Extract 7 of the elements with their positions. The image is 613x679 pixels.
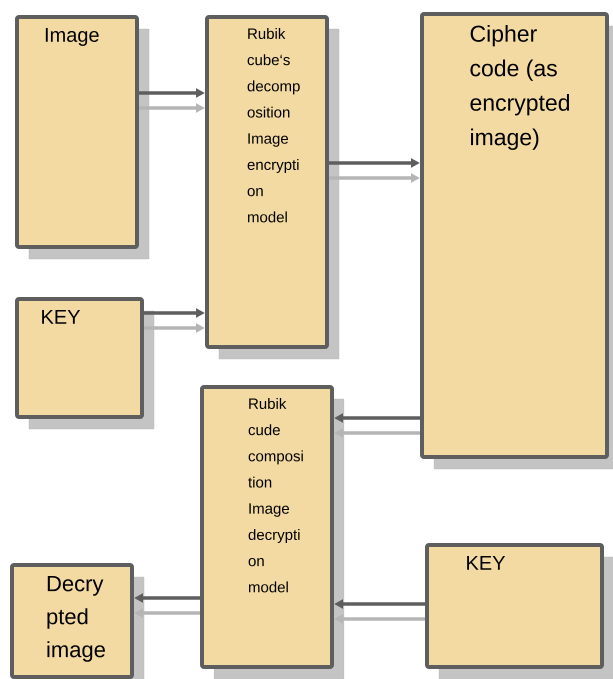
note-box: KEY (15, 297, 154, 430)
note-box: Rubik cube‘s decomp osition Image encrypti on model (205, 15, 340, 360)
note-box: Image (15, 15, 150, 260)
note-box: KEY (425, 543, 613, 679)
note-box: Decry pted image (10, 563, 144, 679)
note-box: Cipher code (as encrypted image) (420, 12, 613, 470)
note-box: Rubik cude composi tion Image decrypti on model (200, 385, 344, 679)
